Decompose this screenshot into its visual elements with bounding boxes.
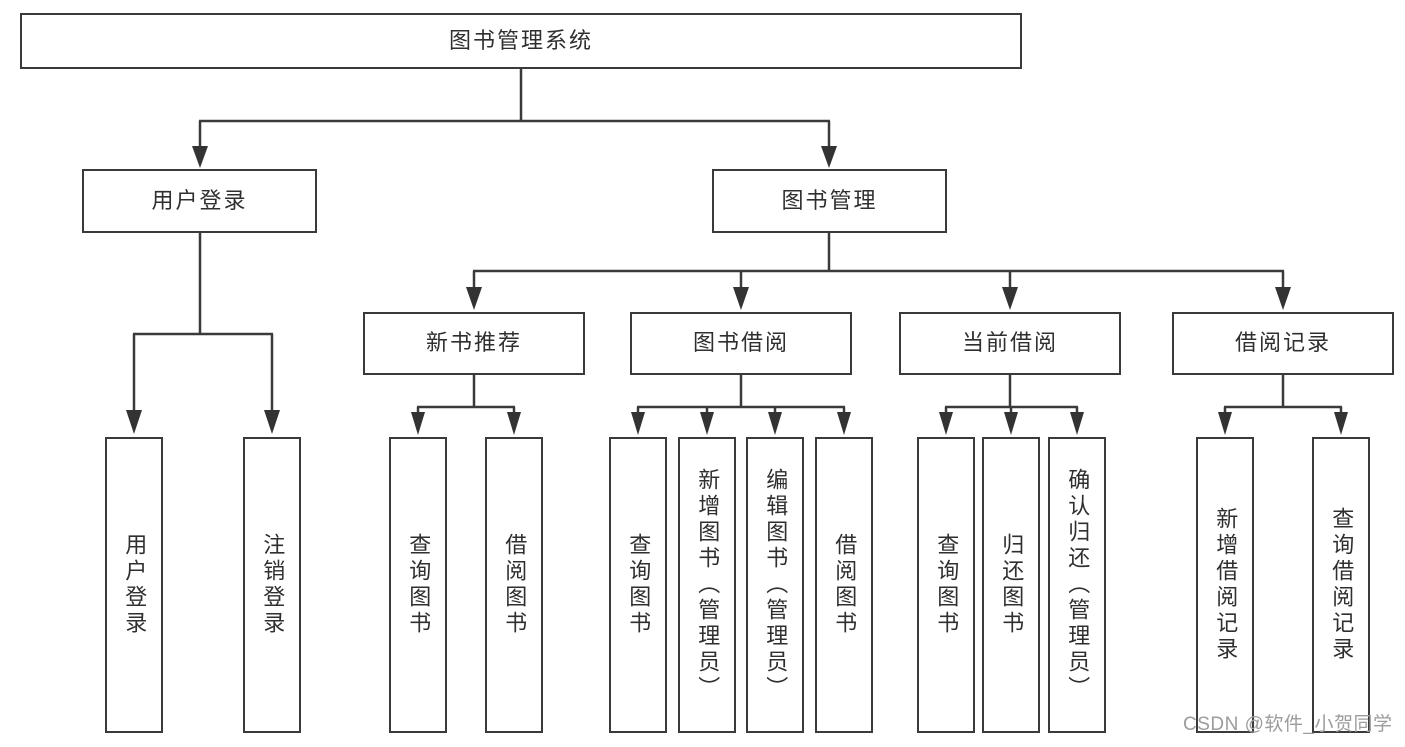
connector-book-borrow-children bbox=[631, 375, 851, 435]
node-label: 新书推荐 bbox=[425, 330, 522, 356]
leaf-logout: 注销登录 bbox=[243, 437, 301, 733]
node-label: 借阅记录 bbox=[1234, 330, 1331, 356]
leaf-borrow-books-recommend: 借阅图书 bbox=[485, 437, 543, 733]
connector-user-login-children bbox=[126, 233, 280, 434]
node-label: 归还图书 bbox=[999, 533, 1025, 637]
node-borrow-records: 借阅记录 bbox=[1172, 312, 1394, 375]
node-label: 查询借阅记录 bbox=[1329, 507, 1355, 663]
node-label: 新增图书（管理员） bbox=[695, 468, 721, 702]
leaf-add-books-admin: 新增图书（管理员） bbox=[678, 437, 736, 733]
node-label: 查询图书 bbox=[934, 533, 960, 637]
leaf-query-books-current: 查询图书 bbox=[917, 437, 975, 733]
leaf-add-borrow-record: 新增借阅记录 bbox=[1196, 437, 1254, 733]
node-label: 图书借阅 bbox=[692, 330, 789, 356]
node-user-login: 用户登录 bbox=[82, 169, 317, 233]
node-label: 借阅图书 bbox=[832, 533, 858, 637]
node-book-borrow: 图书借阅 bbox=[630, 312, 852, 375]
node-label: 查询图书 bbox=[626, 533, 652, 637]
node-label: 用户登录 bbox=[151, 187, 248, 213]
node-label: 查询图书 bbox=[406, 533, 432, 637]
leaf-edit-books-admin: 编辑图书（管理员） bbox=[746, 437, 804, 733]
csdn-watermark: CSDN @软件_小贺同学 bbox=[1183, 714, 1393, 735]
node-label: 新增借阅记录 bbox=[1213, 507, 1239, 663]
node-current-borrow: 当前借阅 bbox=[899, 312, 1121, 375]
node-label: 图书管理系统 bbox=[448, 27, 593, 53]
leaf-query-borrow-record: 查询借阅记录 bbox=[1312, 437, 1370, 733]
leaf-user-login-action: 用户登录 bbox=[105, 437, 163, 733]
leaf-query-books-borrow: 查询图书 bbox=[609, 437, 667, 733]
node-new-book-recommend: 新书推荐 bbox=[363, 312, 585, 375]
node-label: 图书管理 bbox=[781, 187, 878, 213]
connector-borrow-records-children bbox=[1218, 375, 1348, 435]
node-label: 用户登录 bbox=[122, 533, 148, 637]
connector-new-book-children bbox=[411, 375, 521, 435]
connector-book-mgmt-children bbox=[466, 233, 1291, 310]
leaf-borrow-books: 借阅图书 bbox=[815, 437, 873, 733]
connector-current-borrow-children bbox=[939, 375, 1084, 435]
leaf-confirm-return-admin: 确认归还（管理员） bbox=[1048, 437, 1106, 733]
connector-root-to-level2 bbox=[192, 69, 837, 168]
node-label: 确认归还（管理员） bbox=[1065, 468, 1091, 702]
leaf-query-books-recommend: 查询图书 bbox=[389, 437, 447, 733]
node-label: 借阅图书 bbox=[502, 533, 528, 637]
node-label: 注销登录 bbox=[260, 533, 286, 637]
node-label: 编辑图书（管理员） bbox=[763, 468, 789, 702]
node-book-management: 图书管理 bbox=[712, 169, 947, 233]
node-label: 当前借阅 bbox=[961, 330, 1058, 356]
node-library-system: 图书管理系统 bbox=[20, 13, 1022, 69]
leaf-return-books: 归还图书 bbox=[982, 437, 1040, 733]
